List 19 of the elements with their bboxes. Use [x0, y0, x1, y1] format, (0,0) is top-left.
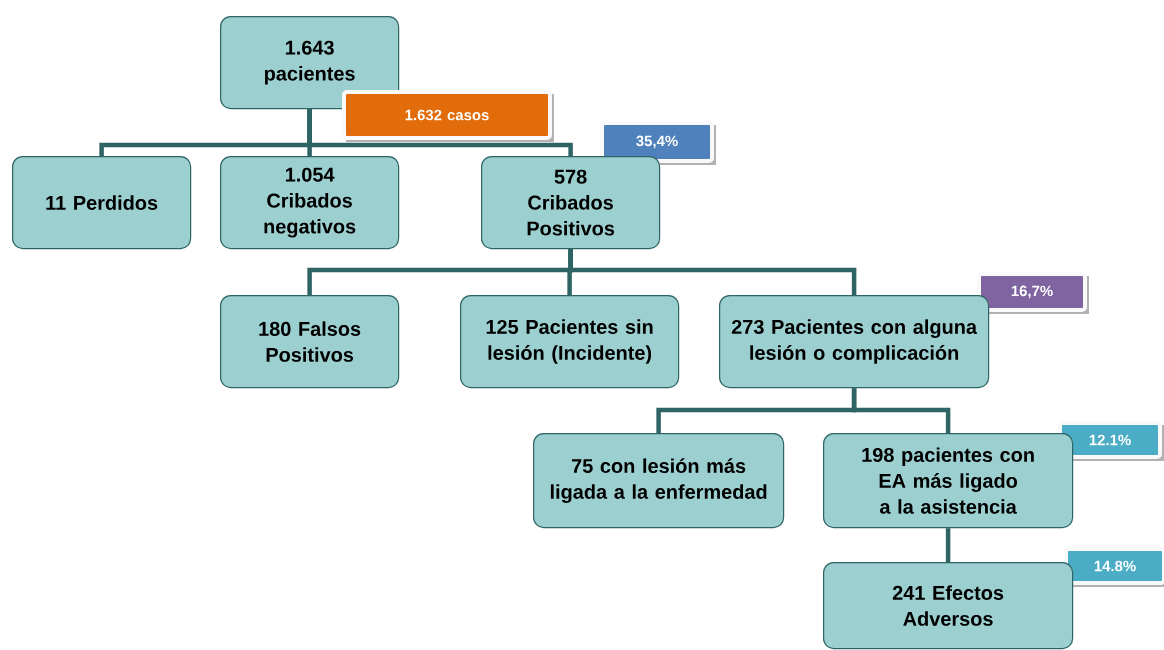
- process-box: 75 con lesión más ligada a la enfermedad: [533, 433, 785, 529]
- process-box: 578 Cribados Positivos: [481, 156, 661, 250]
- percentage-badge: 1.632 casos: [342, 90, 554, 142]
- process-box: 1.643 pacientes: [220, 16, 400, 110]
- connector-line: [568, 249, 857, 295]
- process-box: 241 Efectos Adversos: [823, 562, 1074, 650]
- process-box: 198 pacientes con EA más ligado a la asistencia: [823, 433, 1074, 529]
- process-box: 180 Falsos Positivos: [220, 295, 400, 389]
- process-box: 125 Pacientes sin lesión (Incidente): [460, 295, 680, 389]
- connector-line: [307, 109, 573, 156]
- percentage-badge: 35,4%: [600, 121, 716, 165]
- process-box: 1.054 Cribados negativos: [220, 156, 400, 250]
- process-box: 273 Pacientes con alguna lesión o complicación: [719, 295, 990, 389]
- percentage-badge: 16,7%: [977, 272, 1089, 314]
- connector-line: [851, 388, 951, 433]
- process-box: 11 Perdidos: [12, 156, 192, 250]
- percentage-badge: 14.8%: [1064, 547, 1164, 587]
- connector-line: [945, 528, 951, 562]
- percentage-badge: 12.1%: [1058, 421, 1164, 461]
